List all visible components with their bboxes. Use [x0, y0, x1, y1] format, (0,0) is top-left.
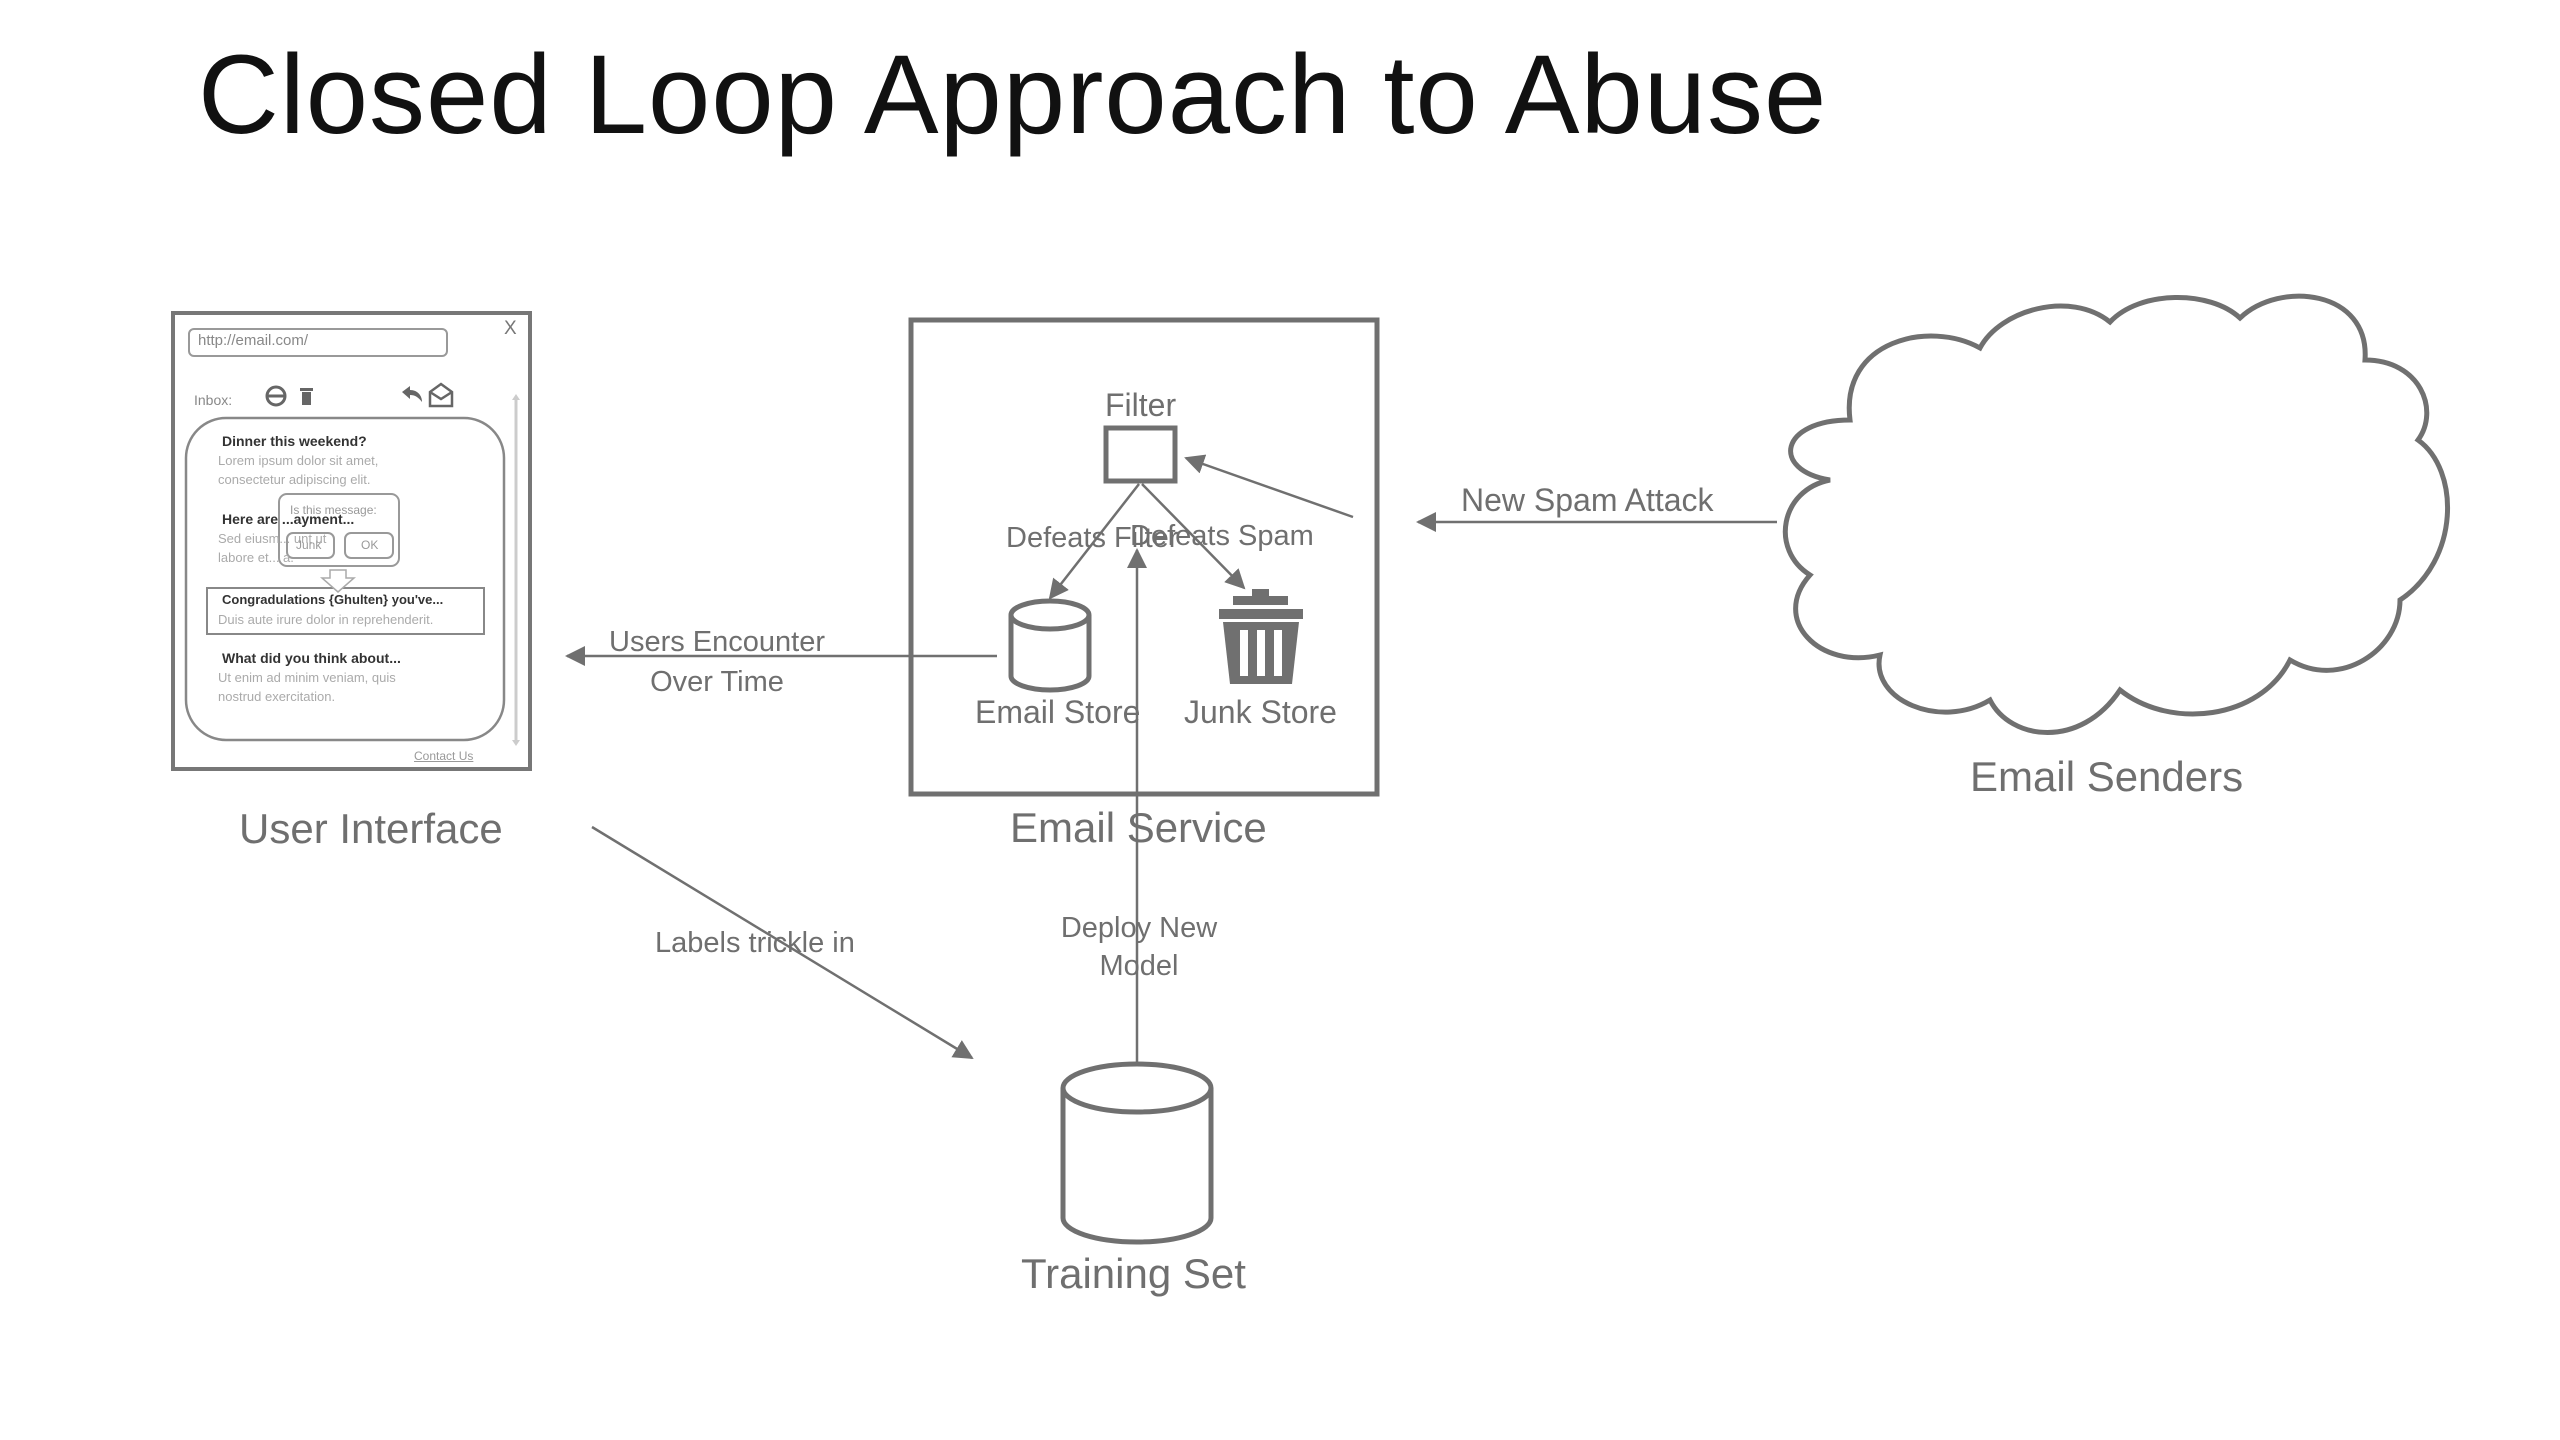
email-service-label: Email Service — [1010, 804, 1267, 851]
defeats-filter-label: Defeats Filter — [1006, 522, 1179, 554]
training-set-icon — [1060, 1061, 1214, 1245]
labels-trickle-label: Labels trickle in — [655, 927, 855, 959]
popup-question: Is this message: — [290, 503, 377, 517]
msg4-line2: nostrud exercitation. — [218, 689, 336, 704]
deploy-model-line1: Deploy New — [1060, 912, 1218, 944]
email-client-mockup — [171, 311, 532, 771]
msg1-subject: Dinner this weekend? — [222, 433, 367, 449]
users-encounter-label: Users Encounter Over Time — [600, 622, 834, 702]
filter-icon — [1103, 425, 1178, 484]
arrow-filter-to-email-store — [1048, 483, 1140, 600]
filter-label: Filter — [1105, 387, 1177, 423]
msg3-line1: Duis aute irure dolor in reprehenderit. — [218, 612, 434, 627]
message-list — [184, 416, 506, 742]
email-store-label: Email Store — [975, 694, 1141, 730]
deploy-model-label: Deploy New Model — [1057, 909, 1221, 985]
msg2-subject: Here are ...ayment... — [222, 511, 355, 527]
open-mail-icon — [428, 382, 454, 408]
users-encounter-line1: Users Encounter — [609, 626, 825, 658]
mockup-url-bar — [188, 328, 448, 357]
reply-icon — [402, 386, 422, 402]
trash-icon — [300, 388, 313, 405]
training-set-label: Training Set — [1021, 1250, 1246, 1297]
popup-down-arrow — [320, 569, 356, 593]
no-entry-icon — [265, 385, 287, 407]
msg4-subject: What did you think about... — [222, 650, 401, 666]
email-senders-label: Email Senders — [1970, 753, 2244, 800]
new-spam-attack-label: New Spam Attack — [1461, 482, 1714, 518]
junk-store-icon — [1219, 589, 1303, 684]
msg2-line2: labore et... a. — [218, 550, 294, 565]
slide-title: Closed Loop Approach to Abuse — [198, 32, 1828, 157]
popup-junk-label[interactable]: Junk — [296, 538, 322, 552]
arrow-spam-to-filter — [1184, 454, 1354, 519]
email-store-icon — [1008, 598, 1092, 693]
junk-store-label: Junk Store — [1184, 694, 1337, 730]
msg2-line1: Sed eiusm... unt ut — [218, 531, 327, 546]
mockup-footer: Contact Us — [414, 749, 474, 763]
msg3-subject: Congradulations {Ghulten} you've... — [222, 592, 444, 607]
user-interface-label: User Interface — [239, 805, 503, 852]
arrow-filter-to-junk-store — [1141, 483, 1246, 590]
mockup-url: http://email.com/ — [198, 332, 309, 349]
deploy-model-line2: Model — [1099, 950, 1179, 982]
msg1-line1: Lorem ipsum dolor sit amet, — [218, 453, 379, 468]
email-senders-cloud — [1782, 293, 2451, 735]
ok-button — [344, 532, 394, 559]
msg1-line2: consectetur adipiscing elit. — [218, 472, 371, 487]
email-service-box — [908, 317, 1380, 797]
users-encounter-line2: Over Time — [650, 666, 784, 698]
popup-ok-label[interactable]: OK — [361, 538, 379, 552]
junk-button — [286, 532, 335, 559]
mockup-inbox-label: Inbox: — [194, 392, 233, 408]
highlighted-message — [206, 587, 485, 635]
mockup-close: X — [504, 318, 517, 339]
defeats-spam-label: Defeats Spam — [1130, 520, 1314, 552]
msg4-line1: Ut enim ad minim veniam, quis — [218, 670, 396, 685]
arrow-labels-trickle — [591, 825, 974, 1060]
